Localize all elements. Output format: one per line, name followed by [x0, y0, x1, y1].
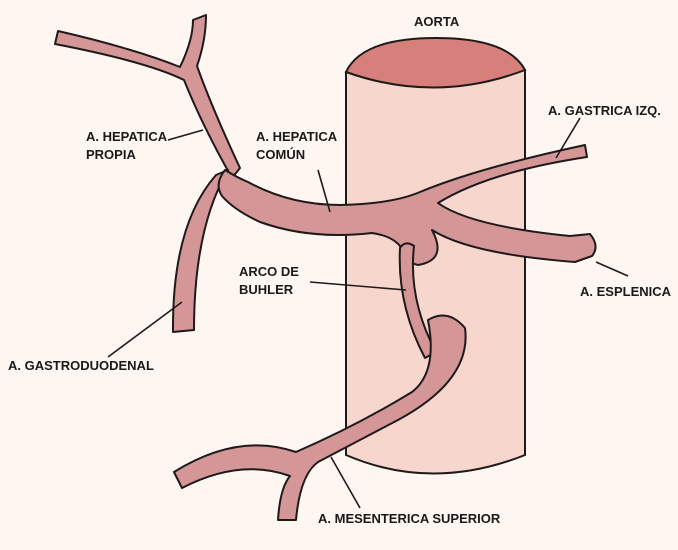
label-gastroduodenal: A. GASTRODUODENAL: [8, 358, 154, 373]
label-esplenica: A. ESPLENICA: [580, 284, 672, 299]
label-mesenterica-superior: A. MESENTERICA SUPERIOR: [318, 511, 501, 526]
label-arco-line1: ARCO DE: [239, 264, 299, 279]
label-hepatica-propia-line1: A. HEPATICA: [86, 129, 168, 144]
label-gastrica-izq: A. GASTRICA IZQ.: [548, 103, 661, 118]
label-arco-line2: BUHLER: [239, 282, 294, 297]
label-hepatica-propia-line2: PROPIA: [86, 147, 136, 162]
label-hepatica-comun-line2: COMÚN: [256, 147, 305, 162]
label-aorta: AORTA: [414, 14, 460, 29]
aorta-body: [346, 70, 525, 474]
label-hepatica-comun-line1: A. HEPATICA: [256, 129, 338, 144]
